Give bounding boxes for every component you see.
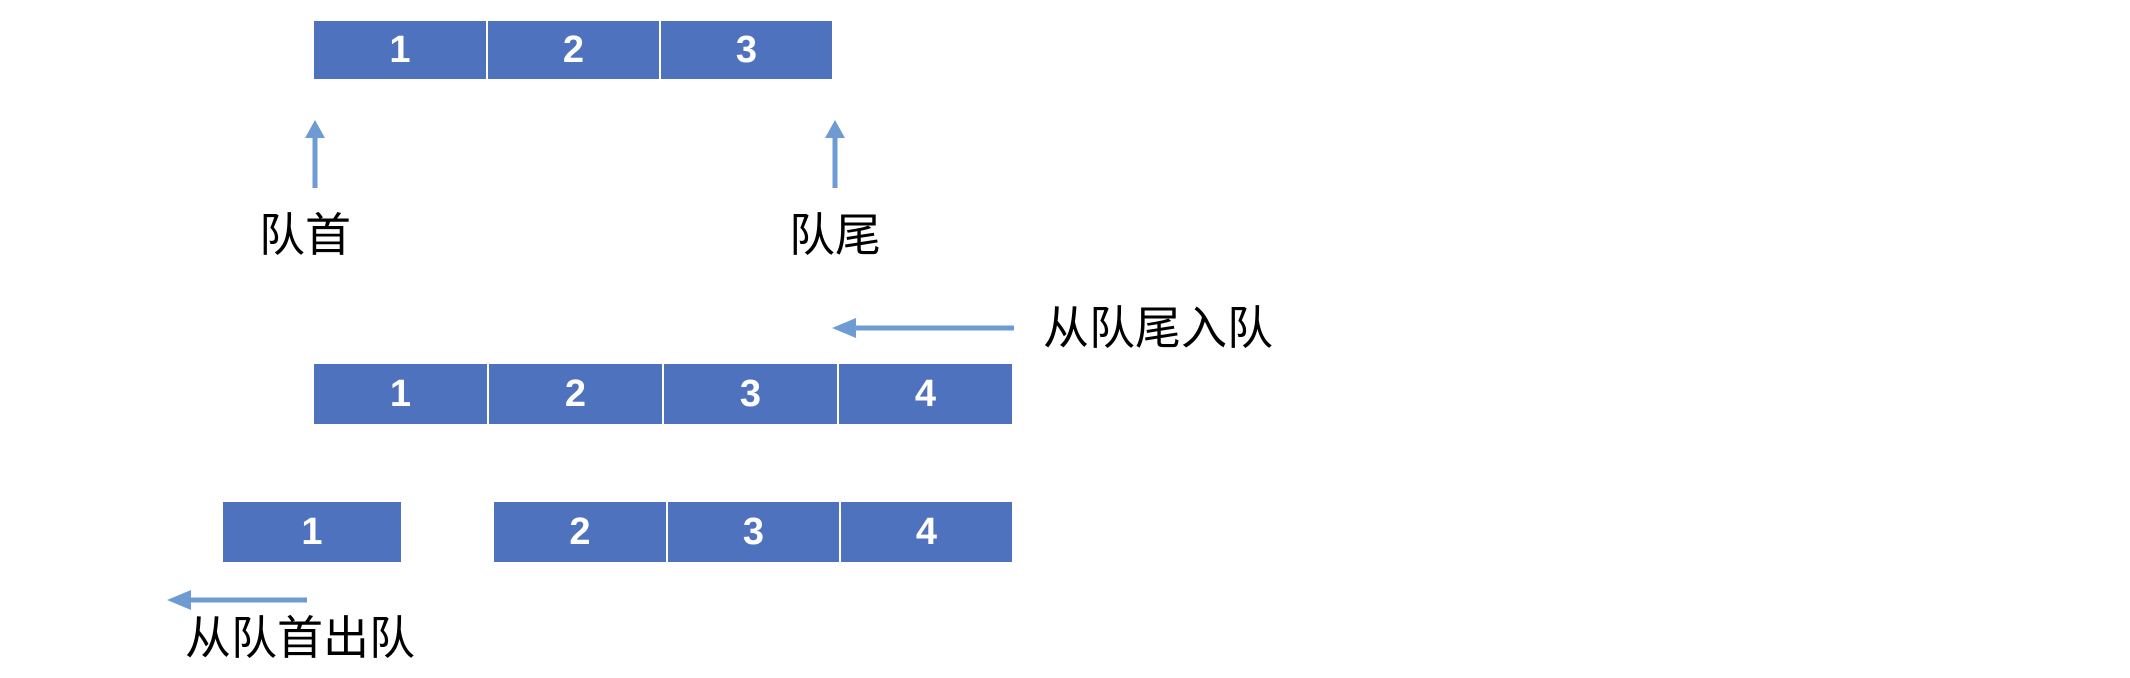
- enqueue-arrow-icon: [832, 316, 1014, 340]
- queue-cell: 4: [838, 363, 1013, 425]
- tail-pointer-label: 队尾: [789, 208, 881, 262]
- head-pointer-label: 队首: [259, 208, 351, 262]
- queue-cell: 3: [660, 20, 833, 80]
- queue-cell: 2: [488, 363, 663, 425]
- dequeue-operation-label: 从队首出队: [185, 611, 415, 665]
- queue-cell: 2: [487, 20, 660, 80]
- queue-cell-dequeued: 1: [222, 501, 402, 563]
- head-pointer-arrow-icon: [303, 120, 327, 188]
- queue-cell: 1: [313, 20, 487, 80]
- queue-row-after-dequeue: 2 3 4: [493, 501, 1013, 563]
- tail-pointer-arrow-icon: [823, 120, 847, 188]
- queue-cell: 3: [663, 363, 838, 425]
- queue-row-initial: 1 2 3: [313, 20, 833, 80]
- queue-row-after-enqueue: 1 2 3 4: [313, 363, 1013, 425]
- queue-cell: 1: [313, 363, 488, 425]
- enqueue-operation-label: 从队尾入队: [1043, 301, 1273, 355]
- queue-row-dequeued-element: 1: [222, 501, 402, 563]
- queue-cell: 2: [493, 501, 667, 563]
- dequeue-arrow-icon: [167, 588, 307, 612]
- queue-cell: 3: [667, 501, 840, 563]
- queue-cell: 4: [840, 501, 1013, 563]
